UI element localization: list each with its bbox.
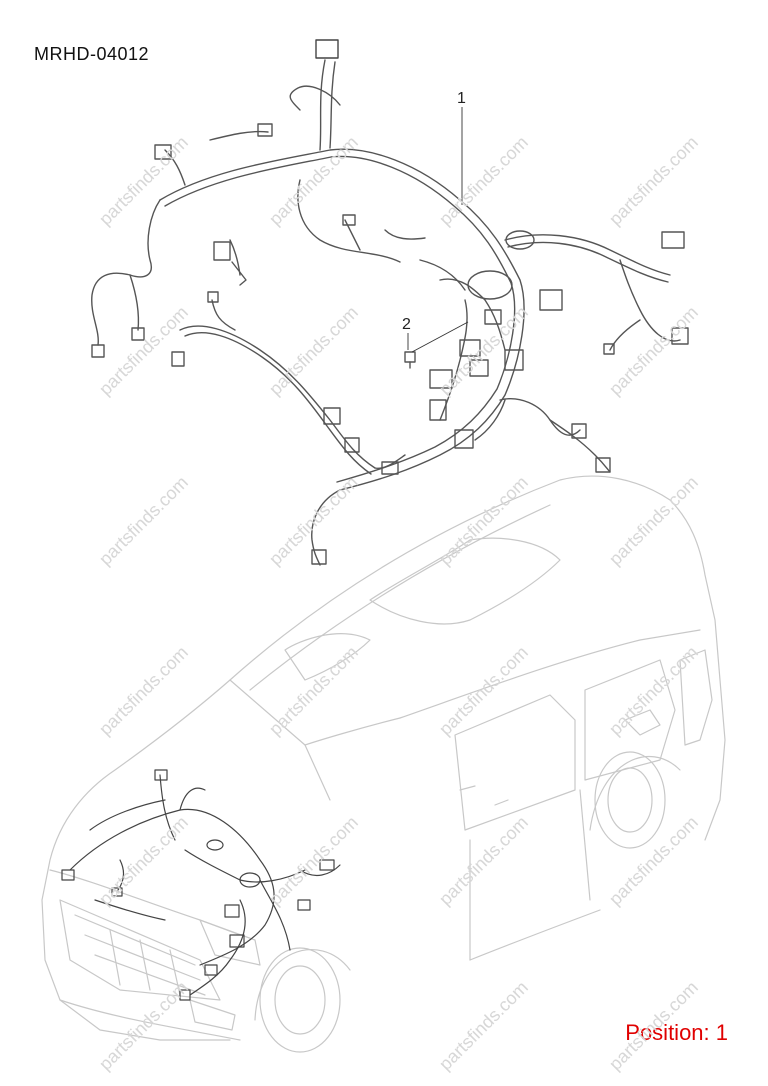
position-label: Position: 1: [625, 1020, 728, 1045]
callout-2-label: 2: [402, 316, 411, 333]
diagram-code: MRHD-04012: [34, 44, 150, 64]
callout-leaders: [407, 107, 469, 353]
installed-harness: [61, 769, 341, 1001]
vehicle-outline: [41, 475, 726, 1053]
engine-wiring-harness: [91, 39, 689, 566]
callout-1-label: 1: [457, 90, 466, 107]
